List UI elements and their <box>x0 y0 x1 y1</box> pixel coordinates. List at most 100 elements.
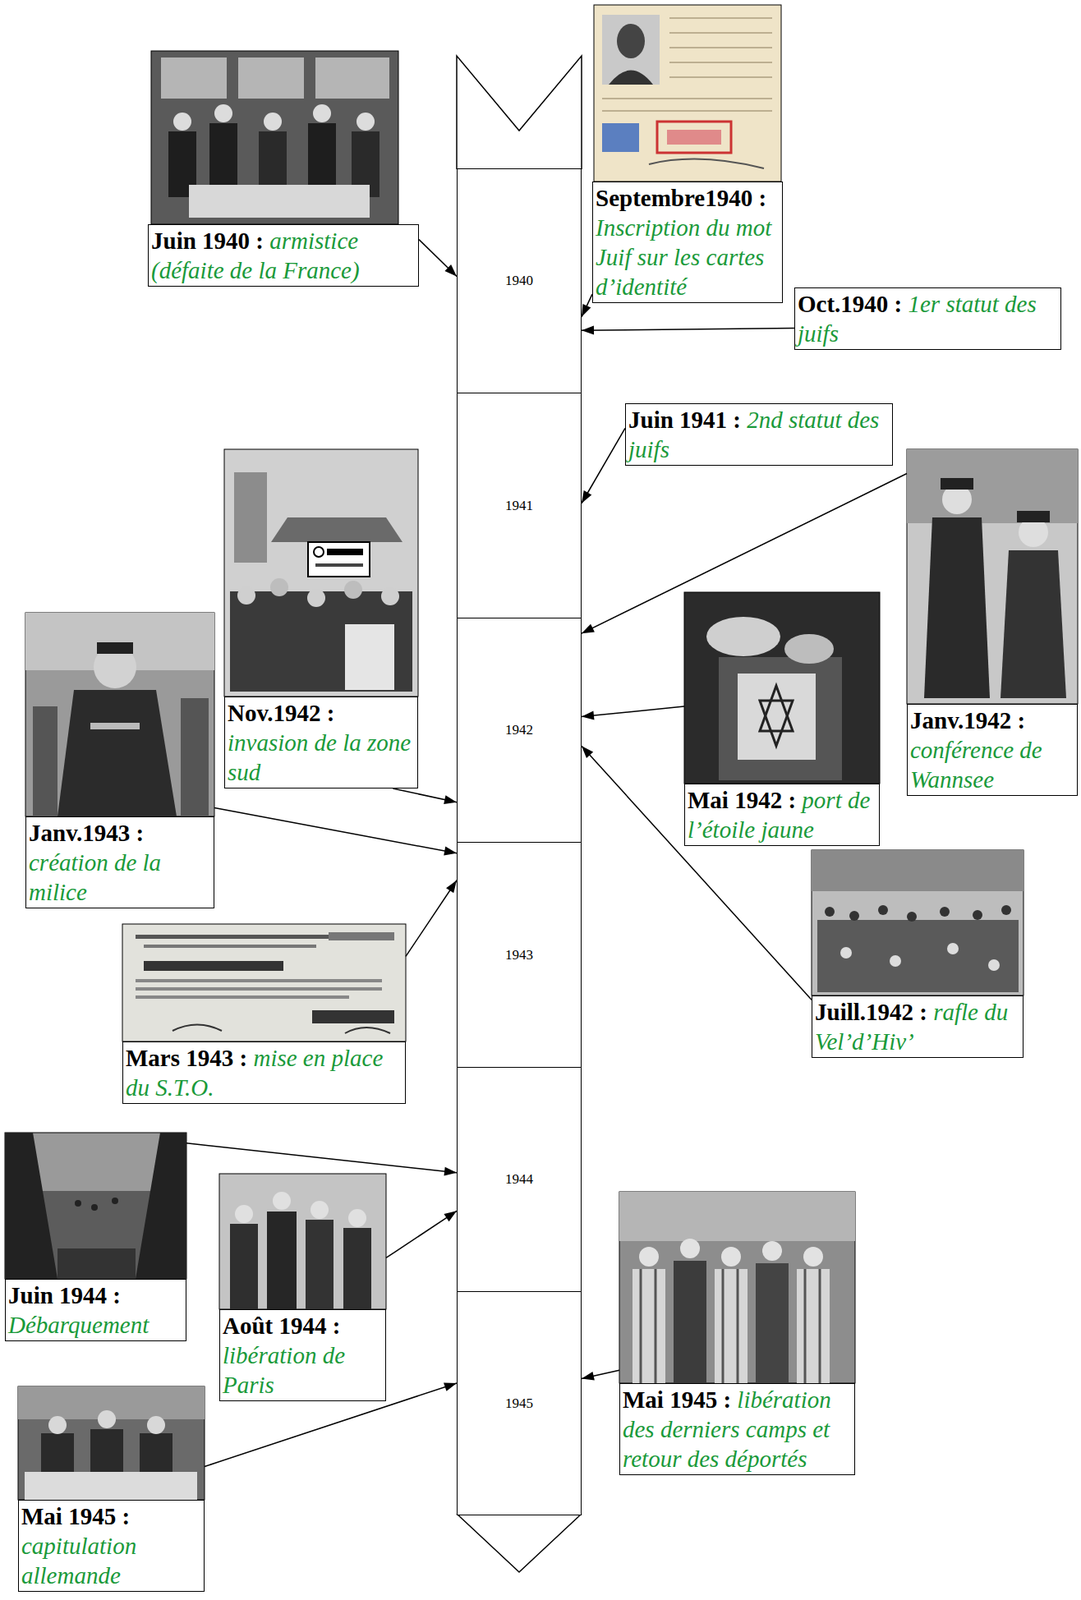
event-date: Juin 1944 : <box>8 1280 121 1311</box>
demarcation-line-photo <box>344 580 363 599</box>
paris-liberation-photo <box>305 1219 334 1310</box>
event-description: capitulation allemande <box>21 1532 137 1589</box>
camps-photo <box>680 1238 700 1259</box>
velodrome-photo <box>988 959 1000 971</box>
arrow-head <box>581 326 594 336</box>
year-segment: 1942 <box>456 617 582 843</box>
paris-liberation-photo <box>266 1211 297 1310</box>
armistice-photo <box>238 57 304 99</box>
event-text-box: Juill.1942 :rafle du Vel’d’Hiv’ <box>811 995 1024 1058</box>
velodrome-photo <box>947 943 959 955</box>
arrow-line <box>581 706 685 718</box>
year-label: 1944 <box>505 1171 534 1188</box>
identity-card-photo <box>669 18 773 19</box>
velodrome-photo <box>939 906 950 917</box>
arrow-head <box>444 264 457 276</box>
armistice-photo <box>173 112 192 131</box>
landing-photo <box>57 1248 136 1279</box>
timeline-arrow <box>418 239 457 277</box>
event-description: conférence de Wannsee <box>910 736 1043 793</box>
event-date: Nov.1942 : <box>227 698 336 728</box>
camps-photo <box>803 1246 824 1267</box>
yellow-star-photo <box>684 592 880 784</box>
arrow-line <box>581 294 593 318</box>
timeline-arrow <box>581 326 795 336</box>
surrender-photo <box>41 1433 74 1475</box>
photo-space <box>811 850 1024 996</box>
arrow-head <box>581 711 594 721</box>
armistice-photo <box>151 50 399 225</box>
arrow-head <box>443 846 457 856</box>
sto-card-photo <box>122 924 406 1042</box>
yellow-star-photo <box>737 673 816 760</box>
yellow-star-photo <box>759 700 793 746</box>
camps-photo <box>673 1260 707 1384</box>
event-date: Mai 1945 : <box>622 1384 732 1415</box>
photo-space <box>906 449 1078 704</box>
camps-photo <box>755 1263 789 1384</box>
militia-photo <box>90 722 140 730</box>
event-text: Mai 1942 :port de l’étoile jaune <box>687 785 877 845</box>
identity-card-photo <box>602 98 773 100</box>
sto-card-photo <box>135 987 382 991</box>
velodrome-photo <box>817 920 1019 993</box>
sto-card-photo <box>312 1010 395 1024</box>
paris-liberation-photo <box>219 1173 387 1310</box>
demarcation-line-photo <box>345 624 395 690</box>
identity-card-photo <box>669 77 773 79</box>
timeline-arrow <box>386 1210 457 1258</box>
arrow-head <box>581 1371 595 1381</box>
velodrome-photo <box>811 850 1024 996</box>
photo-space <box>122 924 406 1042</box>
event-text-box: Janv.1942 :conférence de Wannsee <box>906 703 1078 796</box>
event-text: Janv.1942 :conférence de Wannsee <box>910 705 1075 795</box>
event-text: Janv.1943 :création de la milice <box>28 818 212 907</box>
surrender-photo <box>90 1429 124 1475</box>
paris-liberation-photo <box>230 1223 258 1310</box>
armistice-photo <box>315 57 390 99</box>
year-label: 1945 <box>505 1395 534 1413</box>
arrow-line <box>581 473 907 635</box>
year-segment: 1940 <box>456 168 582 394</box>
surrender-photo <box>48 1416 67 1435</box>
photo-space <box>4 1132 187 1279</box>
armistice-photo <box>263 112 282 131</box>
camps-photo <box>639 1246 659 1267</box>
identity-card-photo <box>602 123 640 152</box>
event-text-box: Janv.1943 :création de la milice <box>25 816 215 909</box>
identity-card-photo <box>667 129 722 145</box>
sto-card-photo <box>328 932 395 941</box>
event-text-box: Septembre1940 :Inscription du mot Juif s… <box>592 181 783 304</box>
landing-photo <box>91 1204 98 1211</box>
militia-photo <box>32 706 58 817</box>
camps-photo <box>736 1269 740 1384</box>
wannsee-photo <box>1000 550 1067 699</box>
arrow-line <box>386 1210 457 1258</box>
camps-photo <box>722 1269 725 1384</box>
identity-card-photo <box>669 32 773 34</box>
event-date: Janv.1942 : <box>910 705 1026 736</box>
event-text-box: Juin 1941 :2nd statut des juifs <box>625 403 893 466</box>
event-date: Août 1944 : <box>222 1311 341 1341</box>
year-segment: 1943 <box>456 841 582 1068</box>
year-label: 1940 <box>505 272 534 290</box>
year-label: 1941 <box>505 497 534 515</box>
arrow-head <box>581 303 591 318</box>
camps-photo <box>654 1269 658 1384</box>
velodrome-photo <box>840 947 852 959</box>
landing-photo <box>135 1132 187 1279</box>
camps-photo <box>714 1269 748 1384</box>
photo-space <box>684 592 880 784</box>
camps-photo <box>818 1269 822 1384</box>
demarcation-line-photo <box>237 586 256 605</box>
camps-photo <box>619 1191 856 1384</box>
camps-photo <box>619 1191 856 1384</box>
arrow-head <box>581 624 595 635</box>
event-box: Mai 1942 :port de l’étoile jaune <box>684 592 880 847</box>
event-box: Oct.1940 :1er statut des juifs <box>794 287 1062 350</box>
event-text: Juill.1942 :rafle du Vel’d’Hiv’ <box>814 997 1021 1057</box>
event-date: Mai 1942 : <box>687 785 796 815</box>
event-box: Janv.1943 :création de la milice <box>25 612 215 909</box>
arrow-head <box>581 745 594 759</box>
surrender-photo <box>147 1416 166 1435</box>
